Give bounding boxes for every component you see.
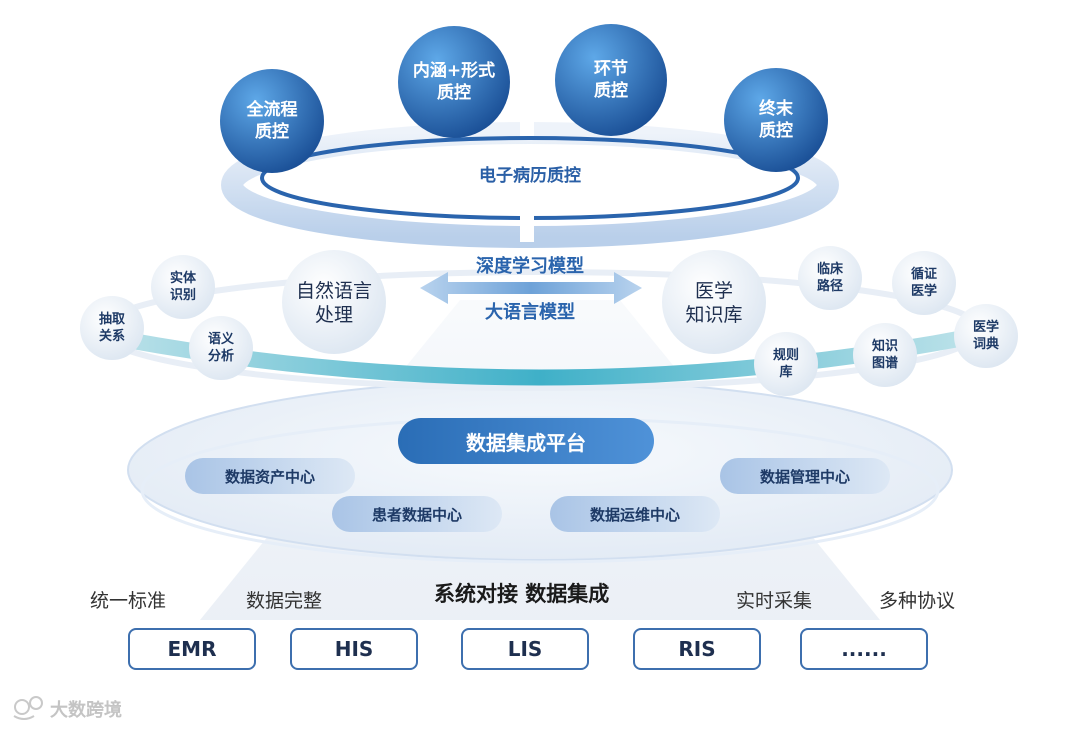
data-operations-center: 数据运维中心 — [589, 505, 680, 524]
relation-extraction-node: 抽取 关系 — [98, 312, 125, 344]
clinical-pathway-node: 临床 路径 — [816, 262, 843, 294]
system-box-his: HIS — [290, 628, 418, 670]
semantic-analysis-node: 语义 分析 — [207, 332, 234, 364]
system-box-lis: LIS — [461, 628, 589, 670]
data-asset-center: 数据资产中心 — [224, 467, 315, 486]
emr-qc-ring-label: 电子病历质控 — [479, 165, 581, 186]
evidence-based-medicine-node: 循证 医学 — [910, 267, 937, 299]
large-language-model-label: 大语言模型 — [485, 302, 575, 323]
entity-recognition-node: 实体 识别 — [169, 271, 196, 303]
qc-circle-stage: 环节 质控 — [594, 59, 628, 101]
term-unified-standard: 统一标准 — [90, 590, 167, 612]
data-management-center: 数据管理中心 — [759, 467, 850, 486]
rule-base-node: 规则 库 — [772, 348, 799, 380]
qc-circle-terminal: 终末 质控 — [759, 99, 793, 141]
system-box-emr: EMR — [128, 628, 256, 670]
system-box-ris: RIS — [633, 628, 761, 670]
term-multiple-protocols: 多种协议 — [879, 590, 956, 612]
term-data-completeness: 数据完整 — [246, 590, 323, 612]
system-integration-headline: 系统对接 数据集成 — [434, 582, 610, 606]
deep-learning-model-label: 深度学习模型 — [476, 256, 584, 277]
qc-circle-content-form: 内涵+形式 质控 — [412, 61, 496, 103]
watermark-text: 大数跨境 — [50, 700, 122, 721]
system-box-more: ...... — [800, 628, 928, 670]
data-integration-platform-title: 数据集成平台 — [466, 430, 586, 455]
medical-dictionary-node: 医学 词典 — [972, 320, 999, 352]
knowledge-graph-node: 知识 图谱 — [871, 339, 898, 371]
patient-data-center: 患者数据中心 — [371, 505, 462, 524]
nlp-node: 自然语言 处理 — [295, 280, 372, 326]
watermark-logo-icon — [13, 696, 43, 720]
term-realtime-collection: 实时采集 — [736, 590, 813, 612]
qc-circle-full-process: 全流程 质控 — [246, 100, 298, 142]
medical-knowledge-base-node: 医学 知识库 — [685, 280, 743, 326]
